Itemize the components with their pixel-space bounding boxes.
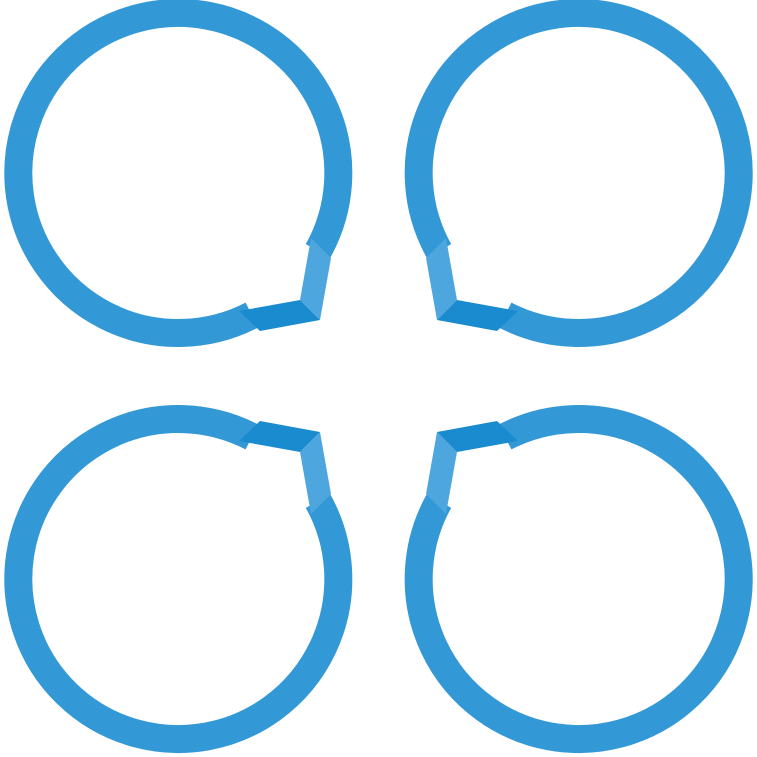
bubble-bottom-right bbox=[419, 419, 739, 739]
bubble-bottom-left bbox=[18, 419, 338, 739]
bubble-top-left bbox=[18, 13, 338, 333]
bubble-top-right bbox=[419, 13, 739, 333]
